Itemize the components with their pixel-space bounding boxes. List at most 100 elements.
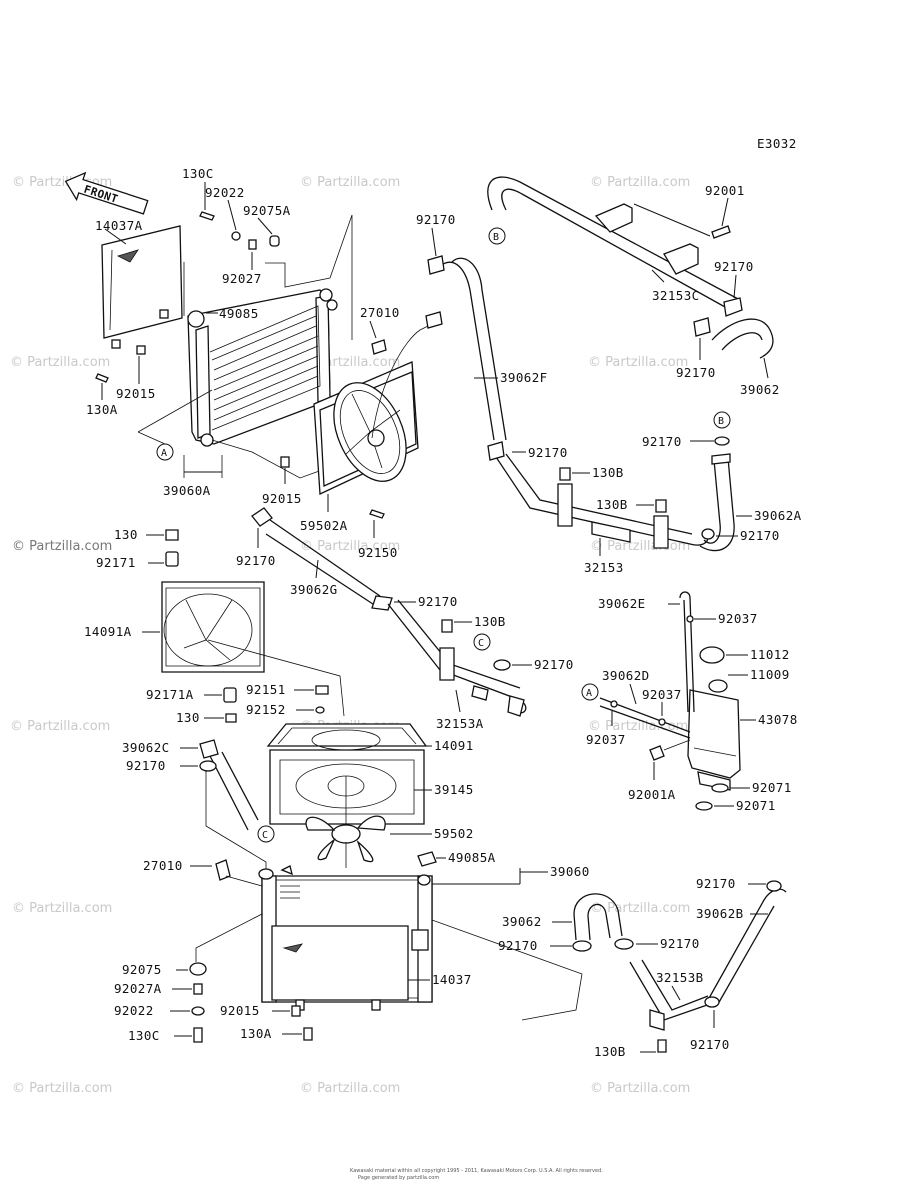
- label-11009: 11009: [750, 667, 790, 682]
- label-92022-top: 92022: [205, 185, 245, 200]
- label-59502: 59502: [434, 826, 474, 841]
- fan-blade-59502: [305, 815, 386, 868]
- label-32153: 32153: [584, 560, 624, 575]
- pipe-32153B: [629, 959, 711, 1053]
- bolt-92151: [315, 685, 329, 695]
- hose-39062A: [699, 453, 735, 552]
- ref-marker-A-label: A: [161, 448, 167, 459]
- ref-marker-B-label: B: [493, 232, 499, 243]
- label-92170-m: 92170: [660, 936, 700, 951]
- label-92015-mid: 92015: [262, 491, 302, 506]
- label-92150: 92150: [358, 545, 398, 560]
- watermark: © Partzilla.com: [12, 1081, 112, 1096]
- bolt-92001A: [649, 745, 665, 761]
- label-14037: 14037: [432, 972, 472, 987]
- clip-92015-mid: [280, 456, 290, 468]
- clip-92015-lower: [291, 1005, 301, 1017]
- label-39062-bot: 39062: [502, 914, 542, 929]
- ref-marker-C-label: C: [262, 830, 268, 841]
- hose-39062D: [599, 697, 691, 739]
- label-92170-n: 92170: [690, 1037, 730, 1052]
- label-130B-d: 130B: [594, 1044, 626, 1059]
- bolt-92150: [369, 509, 385, 519]
- label-92027-top: 92027: [222, 271, 262, 286]
- label-92170-k: 92170: [696, 876, 736, 891]
- label-92170-l: 92170: [498, 938, 538, 953]
- ref-marker-B: [713, 411, 731, 429]
- label-27010-bot: 27010: [143, 858, 183, 873]
- bolt-130C-lower: [193, 1027, 203, 1043]
- label-92170-e: 92170: [642, 434, 682, 449]
- pipe-32153C: [487, 176, 743, 317]
- label-92071-b: 92071: [736, 798, 776, 813]
- cap-11012: [699, 646, 725, 664]
- grommet-92071-a: [711, 783, 729, 793]
- label-59502A: 59502A: [300, 518, 348, 533]
- bolt-130A-lower: [303, 1027, 313, 1041]
- label-130C-top: 130C: [182, 166, 214, 181]
- label-92037-b: 92037: [642, 687, 682, 702]
- label-27010-top: 27010: [360, 305, 400, 320]
- label-130A-top: 130A: [86, 402, 118, 417]
- watermark: © Partzilla.com: [590, 1081, 690, 1096]
- fan-cover-14091: [266, 723, 428, 751]
- label-32153C: 32153C: [652, 288, 700, 303]
- label-92170-b: 92170: [714, 259, 754, 274]
- watermark: © Partzilla.com: [590, 901, 690, 916]
- fan-shroud-14091A: [161, 581, 265, 673]
- diagram-code: E3032: [757, 136, 797, 151]
- label-11012: 11012: [750, 647, 790, 662]
- label-92170-a: 92170: [416, 212, 456, 227]
- label-92170-f: 92170: [740, 528, 780, 543]
- label-92171A: 92171A: [146, 687, 194, 702]
- label-39062E: 39062E: [598, 596, 646, 611]
- washer-92152: [315, 706, 325, 714]
- cap-49085A: [417, 851, 437, 867]
- label-130C-bot: 130C: [128, 1028, 160, 1043]
- bolt-92001: [711, 225, 731, 239]
- watermark: © Partzilla.com: [590, 175, 690, 190]
- clip-92015-left: [136, 345, 146, 355]
- watermark: © Partzilla.com: [12, 539, 112, 554]
- label-92071-a: 92071: [752, 780, 792, 795]
- pipe-32153: [487, 441, 709, 549]
- label-130-b: 130: [176, 710, 200, 725]
- collar-92027A: [193, 983, 203, 995]
- label-130B-a: 130B: [592, 465, 624, 480]
- label-39145: 39145: [434, 782, 474, 797]
- label-14037A: 14037A: [95, 218, 143, 233]
- watermark: © Partzilla.com: [300, 539, 400, 554]
- label-32153B: 32153B: [656, 970, 704, 985]
- ref-marker-C: [473, 633, 491, 651]
- hose-39062F: [427, 255, 507, 441]
- label-130A-bot: 130A: [240, 1026, 272, 1041]
- label-39062B: 39062B: [696, 906, 744, 921]
- label-92075A: 92075A: [243, 203, 291, 218]
- watermark: © Partzilla.com: [10, 719, 110, 734]
- bolt-130B-a: [559, 467, 571, 481]
- label-49085: 49085: [219, 306, 259, 321]
- clamp-92170-e: [714, 436, 730, 446]
- hose-39062-upper: [693, 317, 774, 359]
- watermark: © Partzilla.com: [588, 355, 688, 370]
- label-130B-c: 130B: [474, 614, 506, 629]
- label-39060: 39060: [550, 864, 590, 879]
- label-92170-g: 92170: [236, 553, 276, 568]
- radiator-screen-lower: [271, 925, 409, 1011]
- collar-92171: [165, 551, 179, 567]
- watermark: © Partzilla.com: [10, 355, 110, 370]
- label-130B-b: 130B: [596, 497, 628, 512]
- ref-marker-A: [581, 683, 599, 701]
- copyright-line-1: Kawasaki material within all copyright 1…: [350, 1168, 603, 1174]
- label-92037-a: 92037: [718, 611, 758, 626]
- label-92152: 92152: [246, 702, 286, 717]
- label-39062: 39062: [740, 382, 780, 397]
- clamp-92170-i: [493, 659, 511, 671]
- label-14091A: 14091A: [84, 624, 132, 639]
- bolt-130B-b: [655, 499, 667, 513]
- grommet-92071-b: [695, 801, 713, 811]
- ref-marker-B: [488, 227, 506, 245]
- bolt-130B-c: [441, 619, 453, 633]
- hose-39062E: [679, 591, 695, 713]
- label-92022-bot: 92022: [114, 1003, 154, 1018]
